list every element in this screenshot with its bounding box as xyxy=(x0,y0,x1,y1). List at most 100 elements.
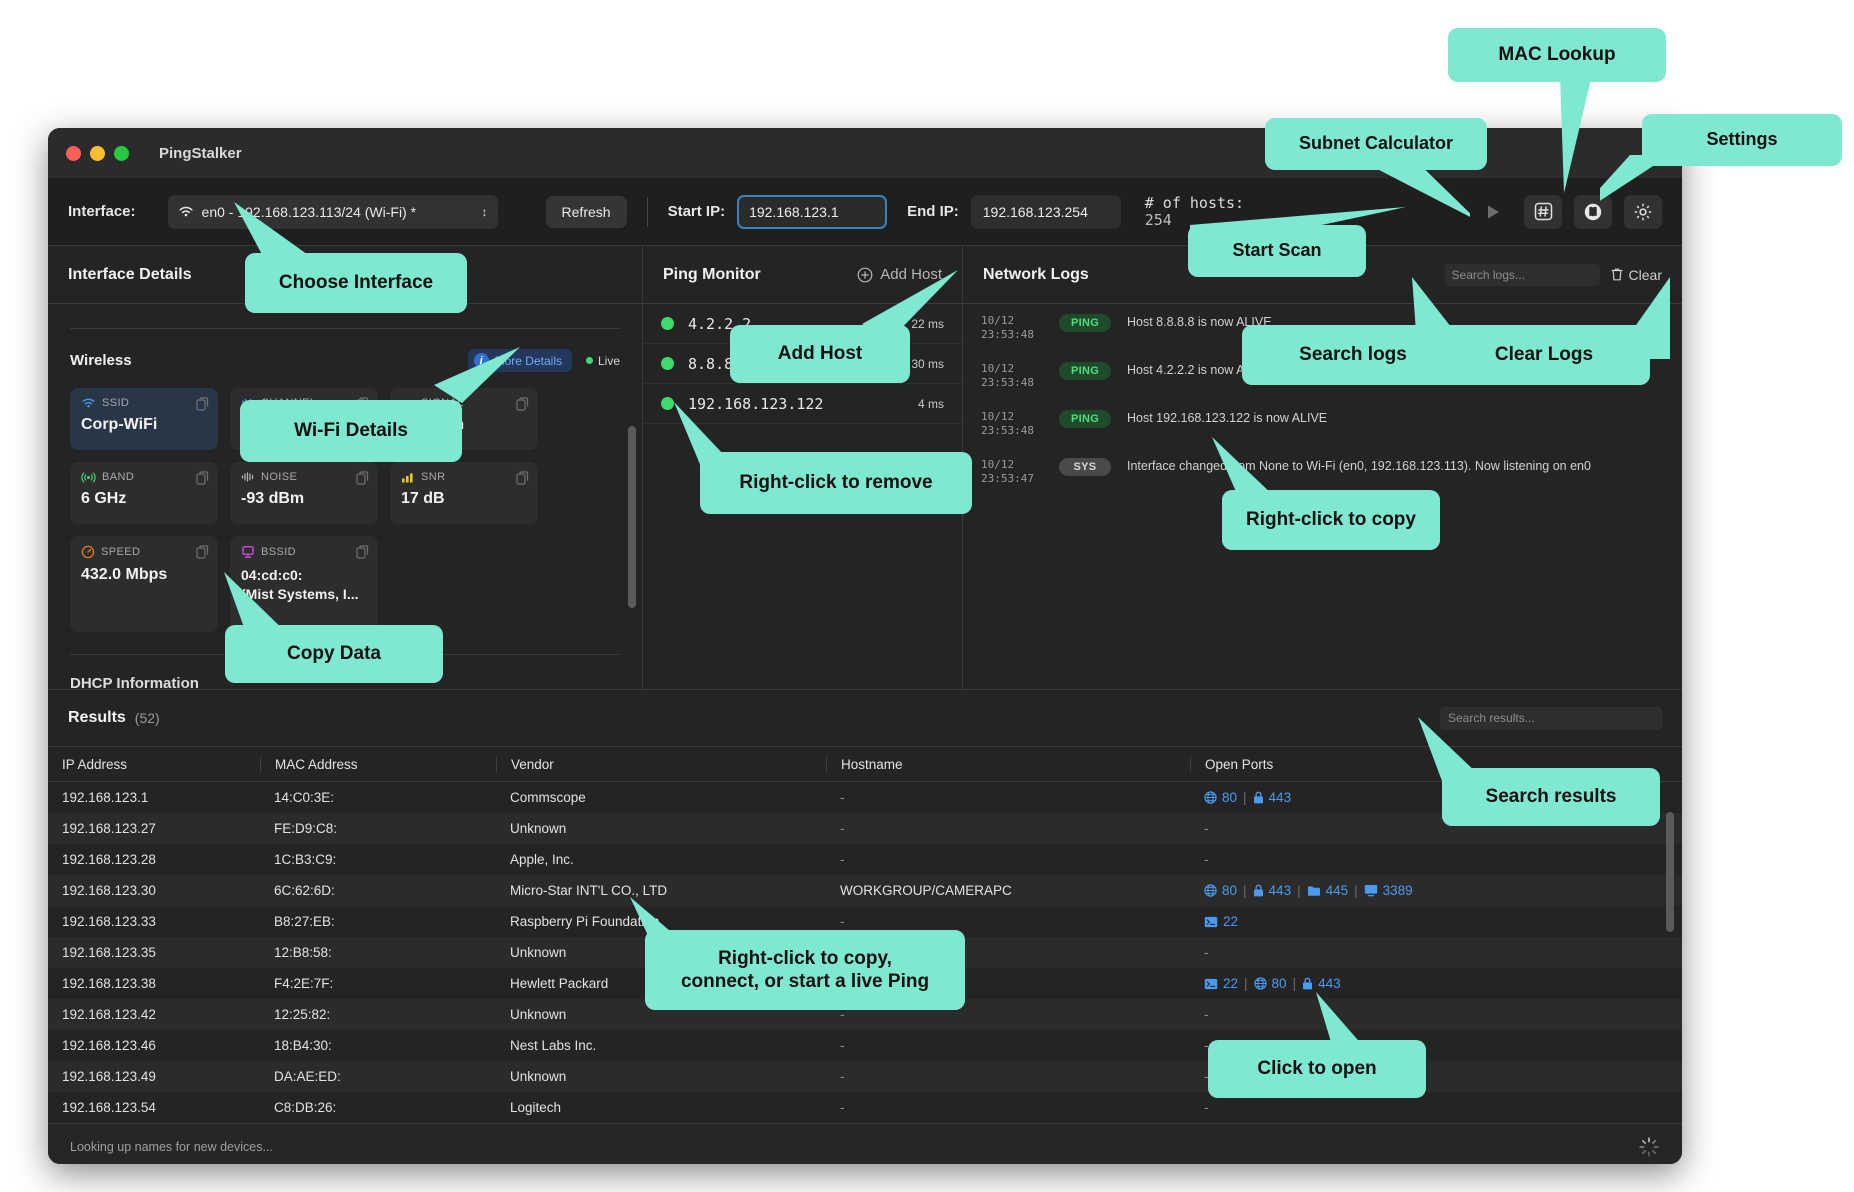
port-link[interactable]: 3389 xyxy=(1364,883,1413,898)
cell-vendor: Nest Labs Inc. xyxy=(510,1038,597,1053)
refresh-button[interactable]: Refresh xyxy=(545,195,627,228)
clear-logs-button[interactable]: Clear xyxy=(1610,267,1662,283)
port-link[interactable]: 22 xyxy=(1204,976,1238,991)
maximize-button[interactable] xyxy=(114,145,129,161)
copy-icon[interactable] xyxy=(196,471,209,485)
interface-scrollbar[interactable] xyxy=(628,426,636,608)
results-search-input[interactable]: Search results... xyxy=(1440,706,1662,730)
copy-icon[interactable] xyxy=(516,471,529,485)
port-link[interactable]: 80 xyxy=(1204,883,1237,898)
ping-latency: 30 ms xyxy=(911,356,944,371)
cell-ip: 192.168.123.46 xyxy=(62,1038,156,1053)
log-search-input[interactable]: Search logs... xyxy=(1444,263,1600,286)
mac-lookup-button[interactable] xyxy=(1574,194,1612,229)
settings-button[interactable] xyxy=(1624,194,1662,229)
port-number: 3389 xyxy=(1382,883,1413,898)
log-type-badge: SYS xyxy=(1059,458,1111,476)
wireless-card-noise[interactable]: NOISE -93 dBm xyxy=(230,462,378,524)
cell-hostname: - xyxy=(840,852,845,867)
column-header-vendor[interactable]: Vendor xyxy=(496,756,826,772)
log-message: Host 4.2.2.2 is now ALIVE xyxy=(1127,363,1272,377)
copy-icon[interactable] xyxy=(196,397,209,411)
results-header: Results (52) Search results... xyxy=(48,690,1682,746)
end-ip-input[interactable]: 192.168.123.254 xyxy=(970,194,1121,229)
callout-search-logs: Search logs xyxy=(1242,325,1464,385)
copy-icon[interactable] xyxy=(516,397,529,411)
card-value: -93 dBm xyxy=(241,490,305,507)
subnet-calculator-button[interactable] xyxy=(1524,194,1562,229)
cell-hostname: - xyxy=(840,1007,845,1022)
wireless-card-ssid[interactable]: SSID Corp-WiFi xyxy=(70,388,218,450)
ping-row[interactable]: 192.168.123.122 4 ms xyxy=(643,384,962,424)
port-link[interactable]: 443 xyxy=(1253,790,1291,805)
column-header-ports[interactable]: Open Ports xyxy=(1190,756,1682,772)
copy-icon[interactable] xyxy=(196,545,209,559)
cell-mac: F4:2E:7F: xyxy=(274,976,334,991)
host-count-value: 254 xyxy=(1144,210,1172,229)
cell-ip: 192.168.123.27 xyxy=(62,821,156,836)
callout-tail xyxy=(1600,155,1670,201)
callout-add-host: Add Host xyxy=(730,325,910,383)
card-value: 04:cd:c0:(Mist Systems, I... xyxy=(241,567,359,602)
port-link[interactable]: 80 xyxy=(1253,976,1287,991)
toolbar-divider xyxy=(646,196,648,227)
copy-icon[interactable] xyxy=(356,471,369,485)
wireless-card-speed[interactable]: SPEED 432.0 Mbps xyxy=(70,536,218,632)
minimize-button[interactable] xyxy=(90,145,105,161)
results-scrollbar[interactable] xyxy=(1666,812,1674,932)
callout-tail xyxy=(234,202,318,262)
divider xyxy=(70,328,620,329)
cell-hostname: - xyxy=(840,914,845,929)
cell-vendor: Logitech xyxy=(510,1100,562,1115)
cell-vendor: Raspberry Pi Foundation xyxy=(510,914,660,929)
loading-spinner-icon xyxy=(1639,1136,1659,1157)
plus-circle-icon xyxy=(857,267,873,282)
wireless-card-snr[interactable]: SNR 17 dB xyxy=(390,462,538,524)
add-host-button[interactable]: Add Host xyxy=(857,266,942,283)
more-details-label: More Details xyxy=(494,353,562,368)
wireless-card-bssid[interactable]: BSSID 04:cd:c0:(Mist Systems, I... xyxy=(230,536,378,632)
network-logs-header: Network Logs Search logs... Clear xyxy=(963,246,1682,304)
port-link[interactable]: 445 xyxy=(1307,883,1348,898)
column-header-hostname[interactable]: Hostname xyxy=(826,756,1190,772)
log-type-badge: PING xyxy=(1059,362,1111,380)
cell-mac: B8:27:EB: xyxy=(274,914,335,929)
close-button[interactable] xyxy=(66,145,81,161)
port-link[interactable]: 22 xyxy=(1204,914,1238,929)
cell-vendor: Apple, Inc. xyxy=(510,852,574,867)
card-key: BAND xyxy=(102,471,135,483)
interface-select[interactable]: en0 - 192.168.123.113/24 (Wi-Fi) * ↕ xyxy=(167,194,498,229)
wireless-card-band[interactable]: BAND 6 GHz xyxy=(70,462,218,524)
column-header-ip[interactable]: IP Address xyxy=(62,756,128,772)
start-scan-button[interactable] xyxy=(1474,195,1512,229)
column-header-mac[interactable]: MAC Address xyxy=(260,756,496,772)
port-link[interactable]: 443 xyxy=(1302,976,1341,991)
port-link[interactable]: 80 xyxy=(1204,790,1237,805)
results-title: Results xyxy=(68,709,126,726)
port-link[interactable]: 443 xyxy=(1253,883,1291,898)
results-count: (52) xyxy=(134,710,160,726)
band-icon xyxy=(81,472,96,483)
port-separator: | xyxy=(1292,976,1297,991)
network-logs-pane: Network Logs Search logs... Clear 1 xyxy=(963,246,1682,689)
network-logs-title: Network Logs xyxy=(983,265,1089,283)
cell-mac: DA:AE:ED: xyxy=(274,1069,341,1084)
card-key: SNR xyxy=(421,471,446,483)
copy-icon[interactable] xyxy=(356,545,369,559)
start-ip-input[interactable]: 192.168.123.1 xyxy=(737,194,888,229)
